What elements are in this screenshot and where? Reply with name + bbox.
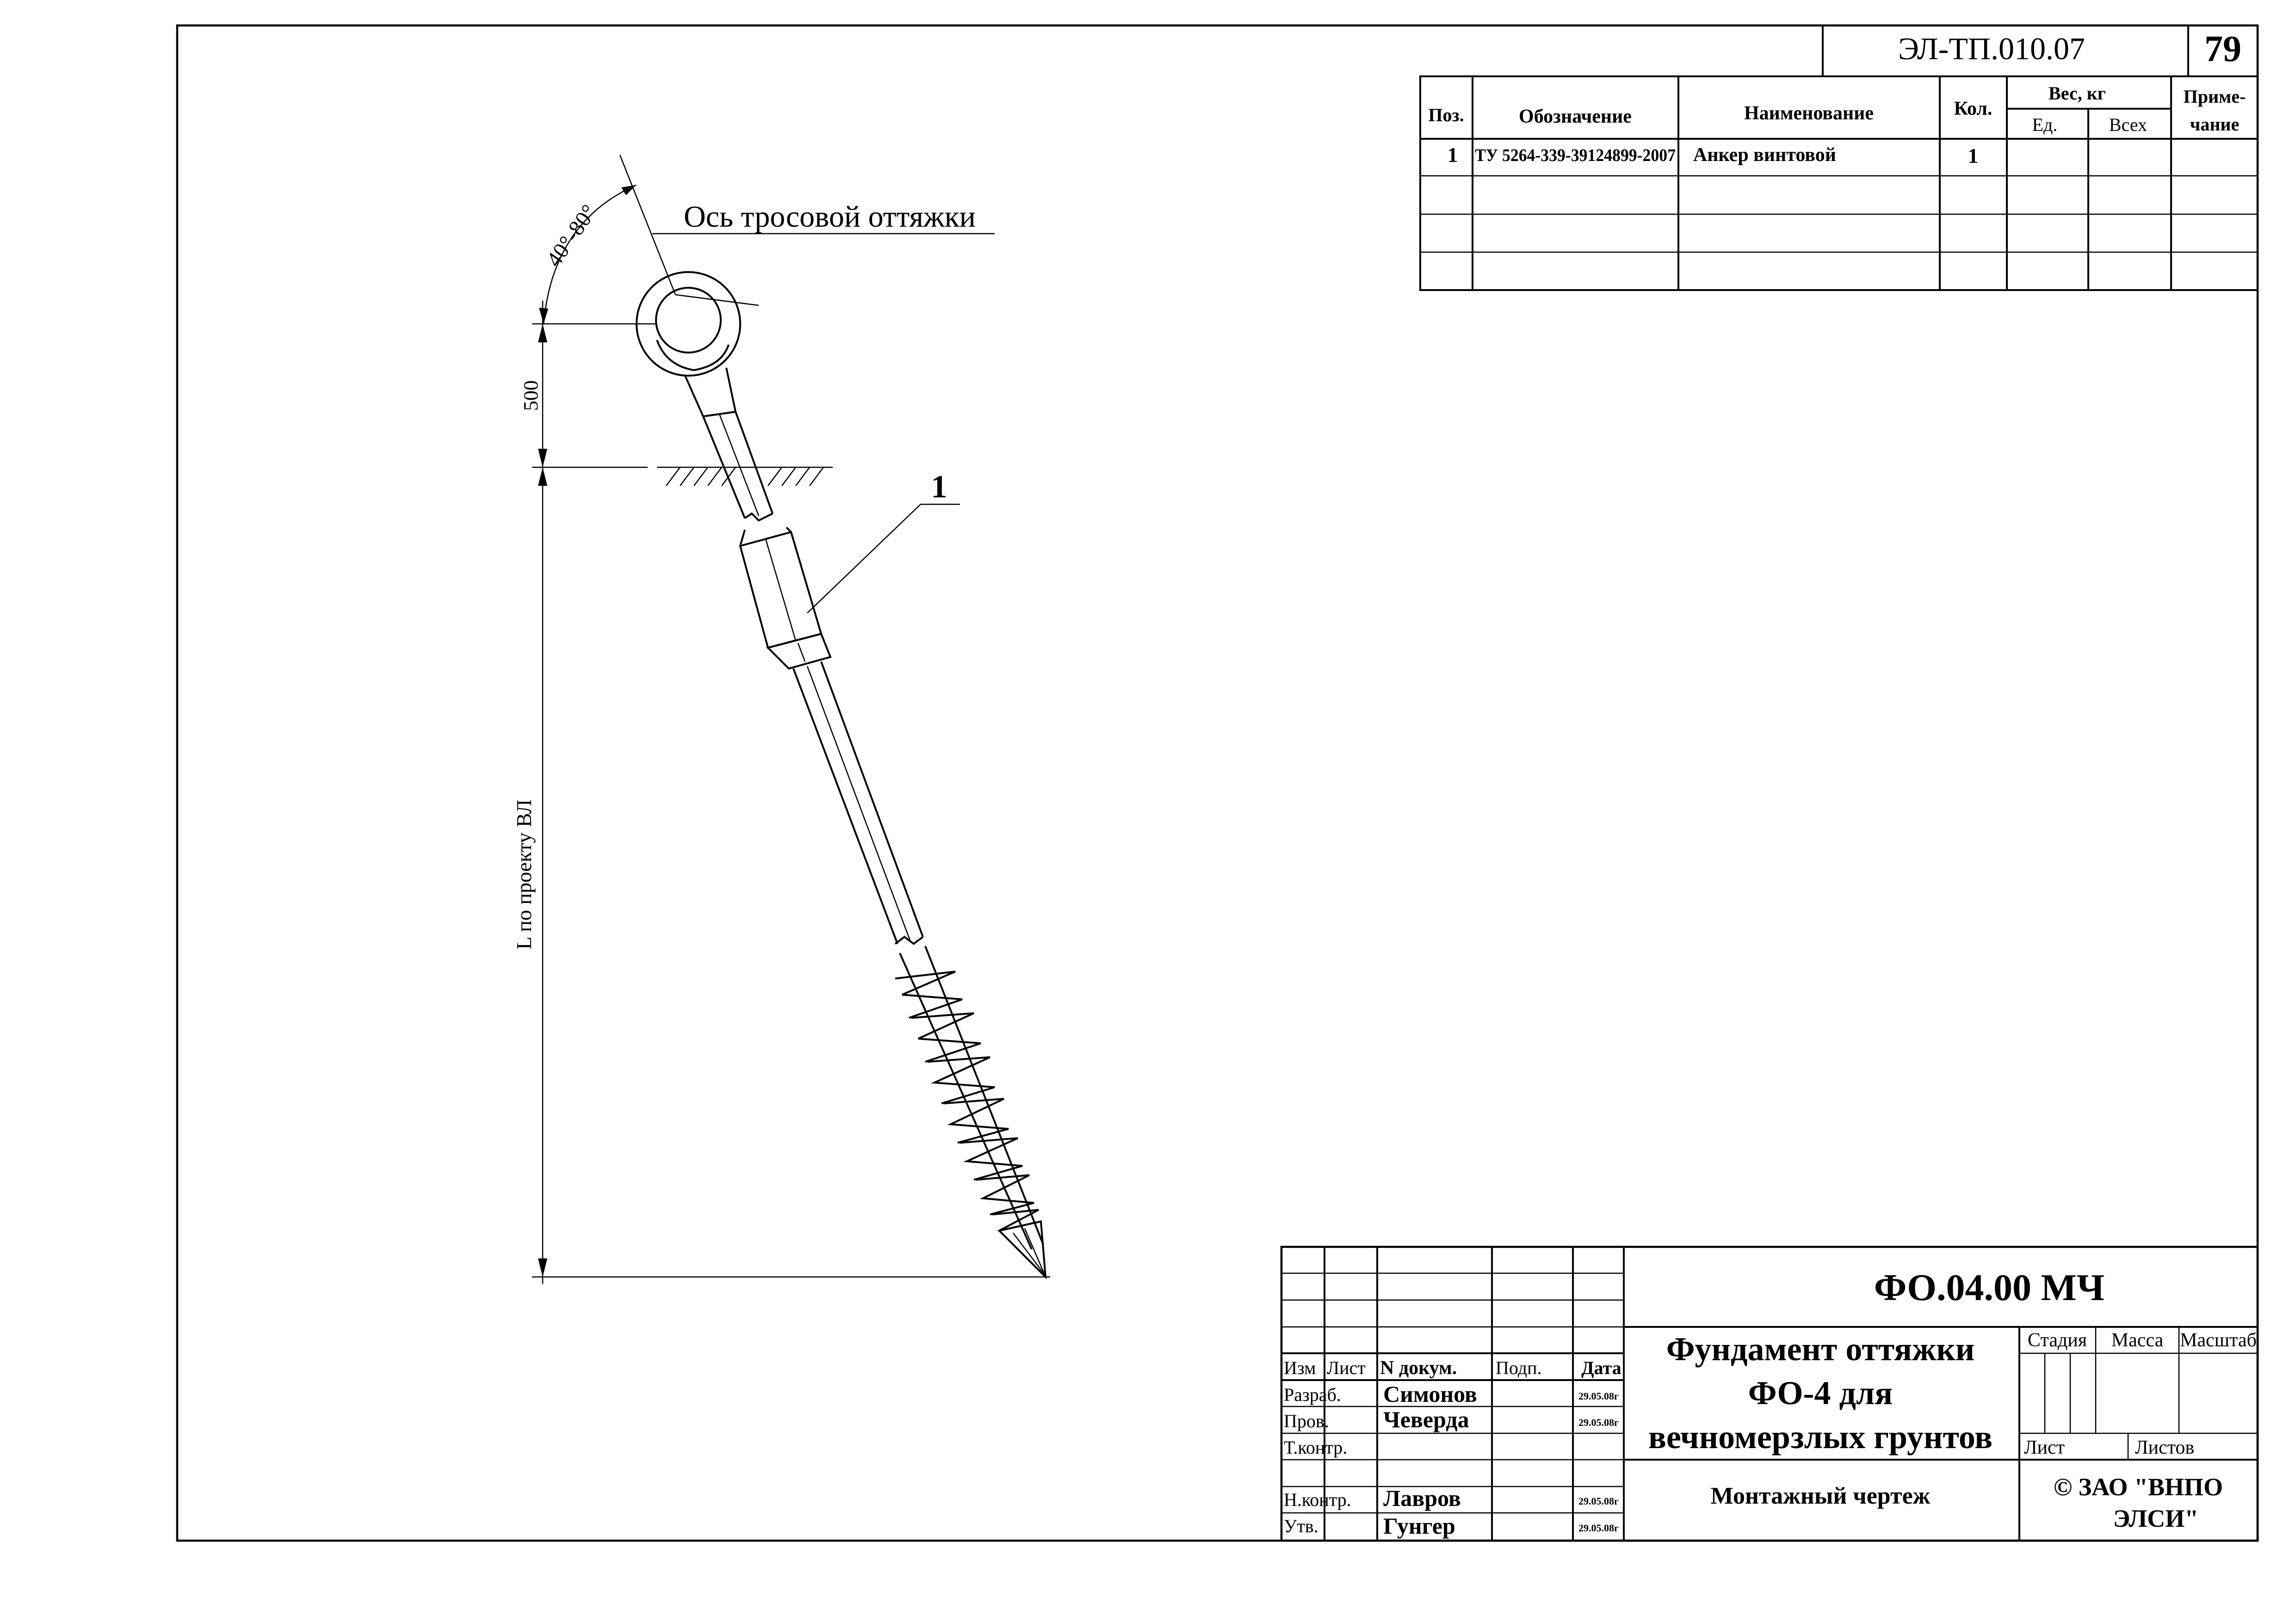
document-type: Монтажный чертеж — [1711, 1483, 1931, 1509]
ground-hatch — [666, 467, 824, 486]
spec-header-note-1: Приме- — [2184, 86, 2246, 107]
anchor-rod-upper — [702, 411, 774, 522]
date-checker: 29.05.08г — [1578, 1417, 1619, 1428]
doc-code: ЭЛ-ТП.010.07 — [1898, 31, 2085, 66]
dimension-500: 500 — [520, 380, 542, 411]
date-approver: 29.05.08г — [1578, 1522, 1619, 1534]
date-norm-control: 29.05.08г — [1578, 1495, 1619, 1507]
role-approver: Утв. — [1284, 1516, 1318, 1536]
sheet-frame — [176, 24, 2259, 1542]
anchor-drawing: Ось тросовой оттяжки 40°-80° 500 L по пр… — [512, 155, 1050, 1284]
header-list: Лист — [1327, 1357, 1366, 1378]
spec-row-designation: ТУ 5264-339-39124899-2007 — [1475, 146, 1676, 165]
dimension-length: L по проекту ВЛ — [512, 799, 536, 949]
header-stage: Стадия — [2028, 1330, 2087, 1351]
spec-header-total: Всех — [2109, 114, 2147, 135]
role-tech-control: Т.контр. — [1284, 1437, 1347, 1458]
name-approver: Гунгер — [1383, 1513, 1455, 1539]
callout-1: 1 — [807, 469, 960, 613]
header-doc-no: N докум. — [1380, 1357, 1457, 1379]
title-block: ФО.04.00 МЧ Фундамент оттяжки ФО-4 для в… — [1280, 1245, 2259, 1542]
spec-header-name: Наименование — [1744, 103, 1874, 124]
spec-row-name: Анкер винтовой — [1693, 144, 1836, 166]
header-date: Дата — [1581, 1357, 1621, 1378]
anchor-eye-ring — [636, 271, 741, 377]
spec-header-pos: Поз. — [1428, 105, 1464, 125]
header-sheet: Лист — [2024, 1437, 2065, 1458]
organization-line-2: ЭЛСИ" — [2113, 1505, 2198, 1532]
header-sheets: Листов — [2135, 1437, 2194, 1458]
drawing-title-line-2: ФО-4 для — [1748, 1375, 1893, 1412]
guy-axis-label: Ось тросовой оттяжки — [684, 200, 976, 234]
drawing-title-line-1: Фундамент оттяжки — [1666, 1331, 1975, 1368]
spec-header-note-2: чание — [2190, 114, 2239, 135]
role-norm-control: Н.контр. — [1284, 1489, 1351, 1510]
page-number: 79 — [2204, 29, 2241, 69]
callout-number: 1 — [931, 469, 947, 505]
header-mass: Масса — [2111, 1330, 2164, 1351]
anchor-shaft — [792, 661, 1044, 1250]
anchor-helix — [895, 971, 1039, 1232]
spec-header-unit: Ед. — [2032, 114, 2058, 135]
name-norm-control: Лавров — [1383, 1485, 1461, 1511]
angle-label: 40°-80° — [542, 200, 602, 272]
guy-axis-line — [619, 155, 676, 295]
spec-header-weight: Вес, кг — [2048, 83, 2106, 104]
anchor-coupling — [739, 527, 832, 670]
header-izm: Изм — [1284, 1357, 1316, 1378]
role-developer: Разраб. — [1284, 1384, 1341, 1405]
spec-table: Поз. Обозначение Наименование Кол. Вес, … — [1419, 75, 2259, 291]
role-checker: Пров. — [1284, 1411, 1329, 1431]
doc-code-box: ЭЛ-ТП.010.07 79 — [1420, 25, 2258, 77]
angle-arc — [543, 184, 637, 324]
header-sign: Подп. — [1496, 1357, 1542, 1378]
spec-header-qty: Кол. — [1954, 98, 1993, 119]
header-scale: Масштаб — [2180, 1330, 2257, 1351]
table-row: 1 ТУ 5264-339-39124899-2007 Анкер винтов… — [1448, 143, 1979, 167]
spec-row-pos: 1 — [1448, 143, 1458, 167]
drawing-title-line-3: вечномерзлых грунтов — [1648, 1419, 1993, 1456]
spec-header-designation: Обозначение — [1519, 106, 1632, 127]
date-developer: 29.05.08г — [1578, 1390, 1619, 1402]
name-checker: Чеверда — [1383, 1406, 1469, 1432]
organization-line-1: © ЗАО "ВНПО — [2054, 1473, 2223, 1501]
name-developer: Симонов — [1383, 1381, 1477, 1407]
spec-row-qty: 1 — [1968, 144, 1979, 167]
anchor-tip — [997, 1220, 1047, 1280]
drawing-code: ФО.04.00 МЧ — [1874, 1266, 2104, 1308]
